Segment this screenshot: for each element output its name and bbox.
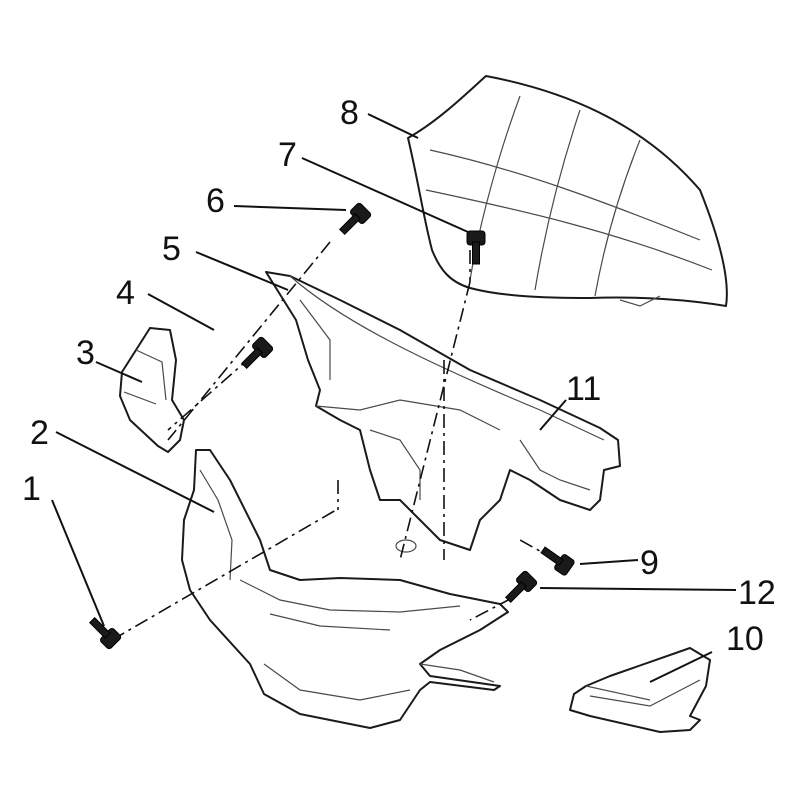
bolt-icon-9 — [540, 546, 575, 576]
callout-3: 3 — [76, 334, 95, 372]
callout-10: 10 — [726, 620, 764, 658]
callout-7: 7 — [278, 136, 297, 174]
bolt-icon-7 — [466, 230, 486, 265]
callout-11: 11 — [566, 370, 601, 408]
callout-labels: 1 2 3 4 5 6 7 8 9 10 11 12 — [22, 94, 776, 658]
side-panel-part — [119, 327, 185, 453]
leader-lines — [51, 113, 737, 683]
callout-1: 1 — [22, 470, 41, 508]
callout-5: 5 — [162, 230, 181, 268]
bolt-icon-12 — [505, 570, 538, 603]
callout-8: 8 — [340, 94, 359, 132]
lower-front-cowl-part — [181, 449, 509, 729]
assembly-lines — [111, 241, 557, 641]
callout-12: 12 — [738, 574, 776, 612]
bolt-icon-6 — [339, 202, 372, 235]
callout-2: 2 — [30, 414, 49, 452]
upper-cowl-frame-part — [265, 271, 621, 553]
callout-6: 6 — [206, 182, 225, 220]
callout-9: 9 — [640, 544, 659, 582]
callout-4: 4 — [116, 274, 135, 312]
windscreen-part — [407, 75, 728, 307]
side-cover-part — [569, 647, 711, 733]
bolt-icon-4 — [241, 336, 274, 369]
bolt-icon-1 — [89, 617, 122, 650]
